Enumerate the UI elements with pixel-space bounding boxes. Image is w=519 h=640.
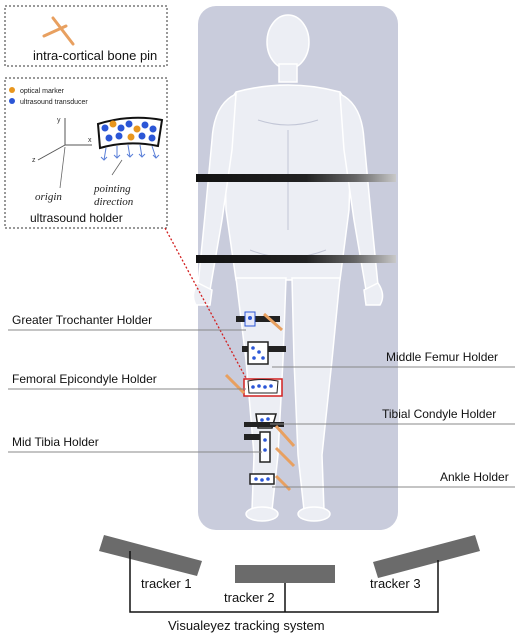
holder-label-femoral-epicondyle: Femoral Epicondyle Holder <box>12 372 157 386</box>
system-label: Visualeyez tracking system <box>168 618 325 633</box>
tracker-2-label: tracker 2 <box>224 590 275 605</box>
optical-marker-legend-dot <box>9 87 15 93</box>
tracker-1-label: tracker 1 <box>141 576 192 591</box>
axis-x-label: x <box>88 137 92 144</box>
holder-label-tibial-condyle: Tibial Condyle Holder <box>382 407 496 421</box>
ultrasound-transducer-legend-label: ultrasound transducer <box>20 99 88 106</box>
waist-strap <box>196 174 396 182</box>
tracker-3-label: tracker 3 <box>370 576 421 591</box>
hip-strap <box>196 255 396 263</box>
holder-label-greater-trochanter: Greater Trochanter Holder <box>12 313 152 327</box>
pin-legend-label: intra-cortical bone pin <box>33 48 157 63</box>
optical-marker-legend-label: optical marker <box>20 88 65 95</box>
axis-z-label: z <box>32 157 36 164</box>
holder-label-mid-tibia: Mid Tibia Holder <box>12 435 99 449</box>
pointing-label-1: pointing <box>93 183 131 195</box>
ultrasound-transducer-legend-dot <box>9 98 15 104</box>
origin-label: origin <box>35 191 62 203</box>
holder-label-ankle: Ankle Holder <box>440 470 509 484</box>
pointing-label-2: direction <box>94 196 134 208</box>
holder-label-middle-femur: Middle Femur Holder <box>386 350 498 364</box>
holder-inset-title: ultrasound holder <box>30 211 123 225</box>
axis-y-label: y <box>57 117 61 124</box>
